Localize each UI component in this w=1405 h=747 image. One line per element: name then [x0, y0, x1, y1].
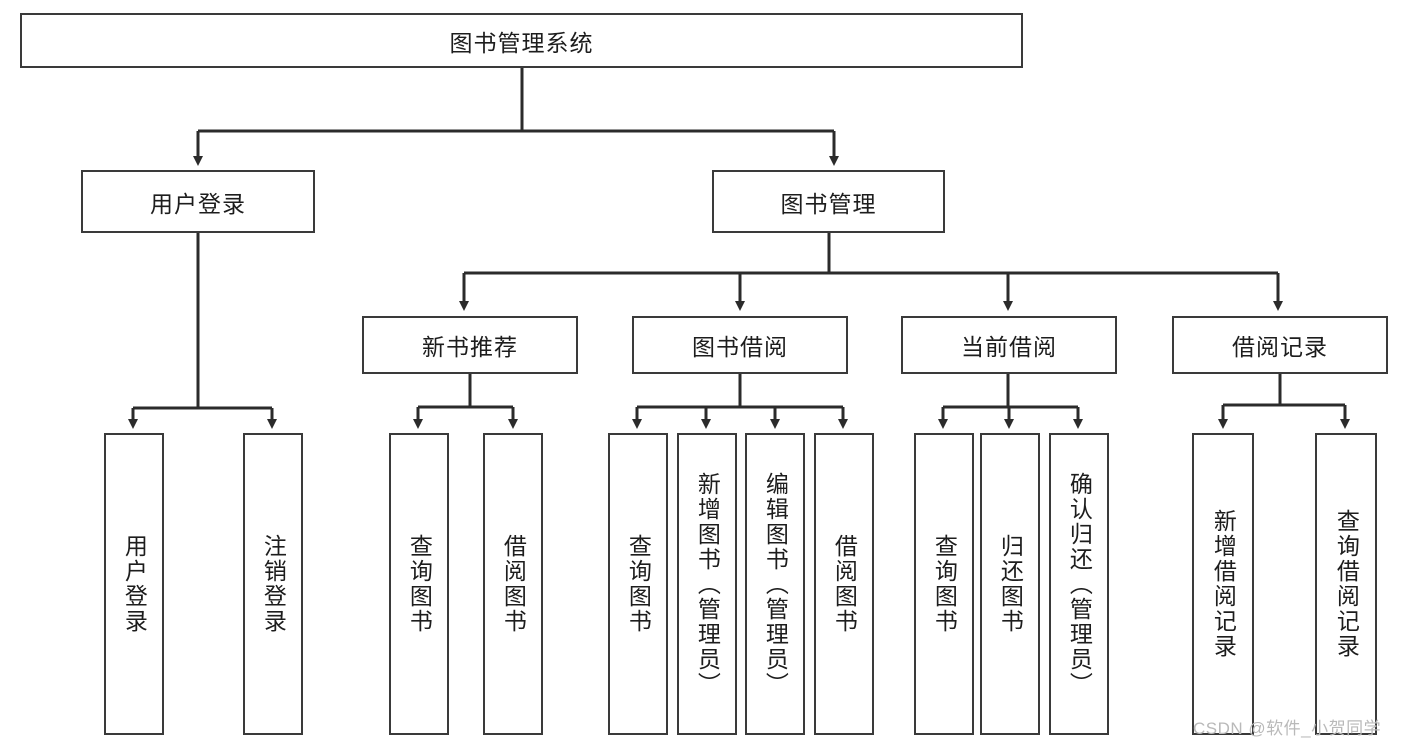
- leaf-query-book-rec[interactable]: 查询图书: [389, 433, 449, 735]
- leaf-add-record[interactable]: 新增借阅记录: [1192, 433, 1254, 735]
- node-root-system[interactable]: 图书管理系统: [20, 13, 1023, 68]
- leaf-query-book-borrow[interactable]: 查询图书: [608, 433, 668, 735]
- leaf-label: 注销登录: [260, 534, 287, 634]
- leaf-user-login[interactable]: 用户登录: [104, 433, 164, 735]
- node-current-borrow[interactable]: 当前借阅: [901, 316, 1117, 374]
- leaf-query-record[interactable]: 查询借阅记录: [1315, 433, 1377, 735]
- leaf-label: 借阅图书: [500, 534, 527, 634]
- leaf-label: 借阅图书: [831, 534, 858, 634]
- leaf-label: 编辑图书（管理员）: [762, 471, 789, 697]
- leaf-add-book[interactable]: 新增图书（管理员）: [677, 433, 737, 735]
- node-user-login[interactable]: 用户登录: [81, 170, 315, 233]
- leaf-query-book-current[interactable]: 查询图书: [914, 433, 974, 735]
- leaf-borrow-book-rec[interactable]: 借阅图书: [483, 433, 543, 735]
- leaf-return-book[interactable]: 归还图书: [980, 433, 1040, 735]
- node-new-book-rec[interactable]: 新书推荐: [362, 316, 578, 374]
- leaf-label: 归还图书: [997, 534, 1024, 634]
- watermark-text: CSDN @软件_小贺同学: [1193, 719, 1382, 738]
- leaf-label: 查询借阅记录: [1333, 509, 1360, 659]
- leaf-label: 新增图书（管理员）: [694, 471, 721, 697]
- leaf-logout-login[interactable]: 注销登录: [243, 433, 303, 735]
- leaf-label: 新增借阅记录: [1210, 509, 1237, 659]
- leaf-label: 查询图书: [406, 534, 433, 634]
- node-book-manage[interactable]: 图书管理: [712, 170, 945, 233]
- node-borrow-record[interactable]: 借阅记录: [1172, 316, 1388, 374]
- leaf-label: 查询图书: [625, 534, 652, 634]
- leaf-borrow-book[interactable]: 借阅图书: [814, 433, 874, 735]
- leaf-label: 查询图书: [931, 534, 958, 634]
- node-book-borrow[interactable]: 图书借阅: [632, 316, 848, 374]
- leaf-label: 用户登录: [121, 534, 148, 634]
- leaf-confirm-return[interactable]: 确认归还（管理员）: [1049, 433, 1109, 735]
- leaf-label: 确认归还（管理员）: [1066, 471, 1093, 697]
- leaf-edit-book[interactable]: 编辑图书（管理员）: [745, 433, 805, 735]
